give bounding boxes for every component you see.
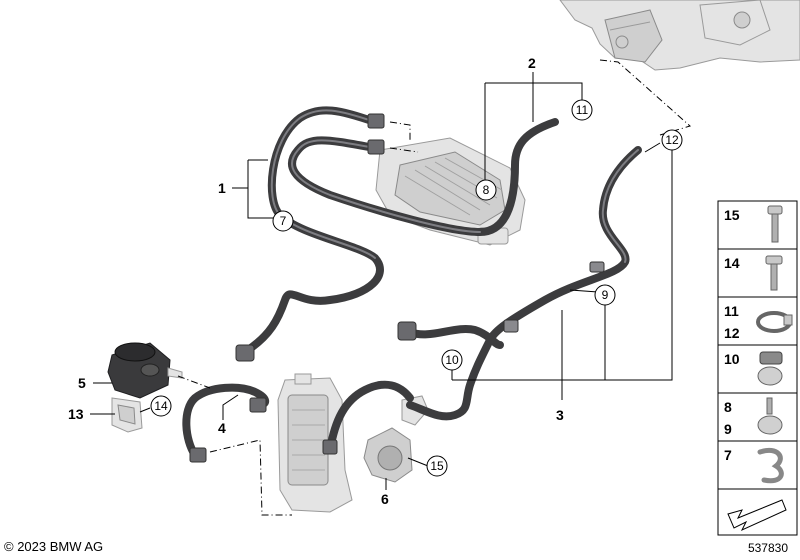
- hose-2: [397, 146, 642, 421]
- svg-text:15: 15: [430, 459, 444, 473]
- callout-5: 5: [78, 375, 86, 391]
- hook-clip-icon: [757, 448, 784, 484]
- index-item-11-12[interactable]: 11 12: [717, 296, 798, 346]
- svg-text:11: 11: [724, 303, 739, 319]
- callout-9: 9: [594, 284, 616, 306]
- svg-text:9: 9: [724, 421, 732, 437]
- bolt-icon: [767, 205, 783, 243]
- svg-text:8: 8: [483, 183, 490, 197]
- circled-callouts: 7 8 9 10 11 12 14 15: [150, 99, 683, 477]
- index-item-15[interactable]: 15: [717, 200, 798, 250]
- parts-index-panel: 15 14 11 12 10: [717, 200, 798, 536]
- svg-text:14: 14: [154, 399, 168, 413]
- bolt-icon: [765, 255, 783, 291]
- direction-arrow-icon: [727, 499, 787, 532]
- svg-text:9: 9: [602, 288, 609, 302]
- hose-3-lower: [322, 380, 414, 455]
- callout-6: 6: [381, 491, 389, 507]
- hose-4: [182, 383, 270, 463]
- water-pump: [107, 342, 183, 399]
- svg-text:14: 14: [724, 255, 740, 271]
- callout-15: 15: [426, 455, 448, 477]
- callout-14: 14: [150, 395, 172, 417]
- index-item-7[interactable]: 7: [717, 440, 798, 490]
- callout-12: 12: [661, 129, 683, 151]
- callout-3: 3: [556, 407, 564, 423]
- svg-text:12: 12: [724, 325, 740, 341]
- callout-4: 4: [218, 420, 226, 436]
- leader-lines: [90, 72, 673, 490]
- svg-text:10: 10: [724, 351, 740, 367]
- index-item-10[interactable]: 10: [717, 344, 798, 394]
- callout-2: 2: [528, 55, 536, 71]
- callout-labels: 1 2 3 4 5 6 13: [68, 55, 564, 507]
- hose-1: [235, 106, 559, 362]
- connection-lines: [177, 59, 692, 516]
- copyright-text: © 2023 BMW AG: [4, 539, 104, 554]
- svg-text:12: 12: [665, 133, 679, 147]
- callout-13: 13: [68, 406, 84, 422]
- callout-11: 11: [571, 99, 593, 121]
- index-item-8-9[interactable]: 8 9: [717, 392, 798, 442]
- hose-holder-icon: [757, 351, 783, 386]
- svg-text:8: 8: [724, 399, 732, 415]
- pump-bracket: [111, 397, 143, 433]
- svg-text:7: 7: [724, 447, 732, 463]
- engine-assembly: [559, 0, 800, 71]
- svg-text:11: 11: [576, 103, 589, 117]
- index-item-14[interactable]: 14: [717, 248, 798, 298]
- svg-text:7: 7: [280, 214, 287, 228]
- callout-1: 1: [218, 180, 226, 196]
- hose-clamp-icon: [756, 311, 793, 333]
- callout-10: 10: [441, 349, 463, 371]
- svg-text:15: 15: [724, 207, 740, 223]
- index-item-arrow[interactable]: [717, 488, 798, 536]
- callout-7: 7: [272, 210, 294, 232]
- heater-unit: [277, 373, 353, 513]
- svg-text:10: 10: [445, 353, 459, 367]
- clip-icon: [757, 397, 783, 435]
- callout-8: 8: [475, 179, 497, 201]
- diagram-number: 537830: [747, 541, 788, 555]
